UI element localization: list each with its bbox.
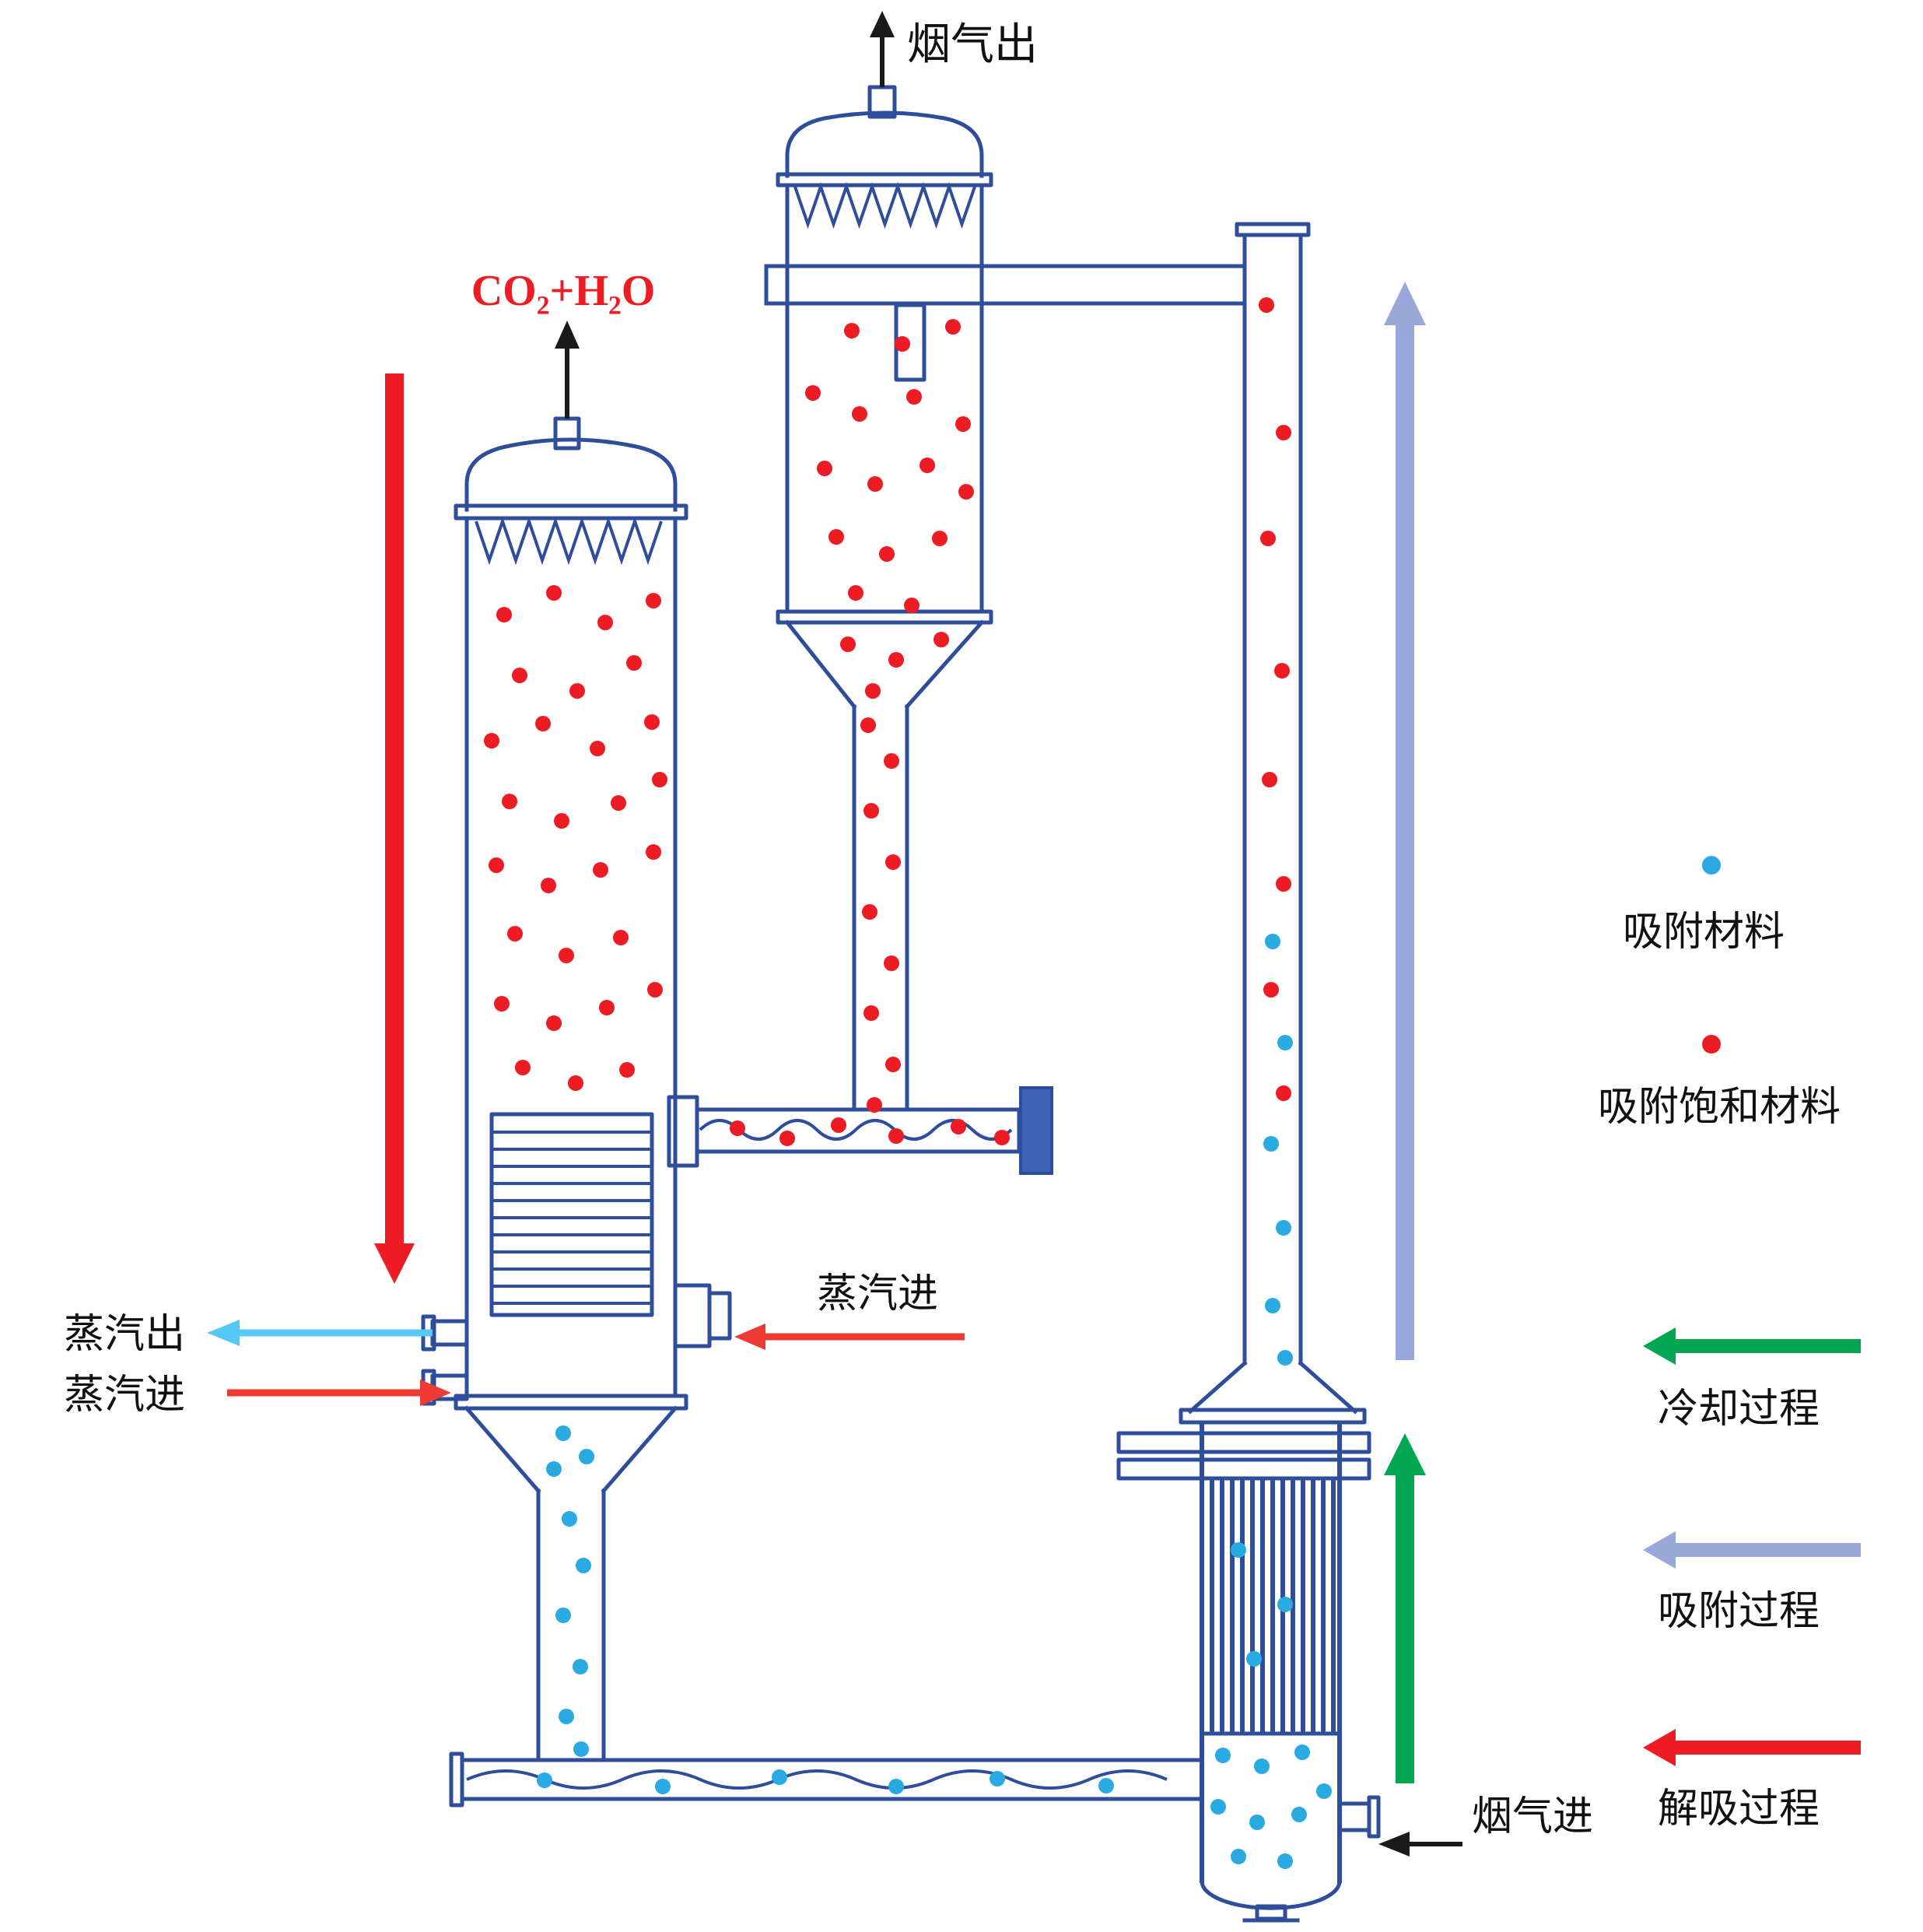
cooling-direction-arrow bbox=[1384, 1433, 1426, 1783]
left-arrow-icon bbox=[207, 1320, 240, 1346]
co2-h2o-label: CO₂+H₂O bbox=[471, 267, 656, 315]
steam-out-label: 蒸汽出 bbox=[64, 1313, 185, 1357]
legend-saturated-label: 吸附饱和材料 bbox=[1598, 1085, 1841, 1130]
bottom-nozzle bbox=[1255, 1904, 1287, 1921]
legend-desorption-label: 解吸过程 bbox=[1658, 1787, 1820, 1832]
riser-pipe bbox=[1179, 222, 1367, 1425]
steam-out-stream: 蒸汽出 bbox=[64, 1313, 433, 1357]
saturated-material-dots bbox=[484, 297, 1291, 1146]
desorption-direction-arrow bbox=[374, 373, 415, 1284]
legend-adsorption-label: 吸附过程 bbox=[1658, 1590, 1820, 1634]
legend-cooling-label: 冷却过程 bbox=[1658, 1387, 1820, 1432]
distributor-teeth bbox=[475, 516, 663, 566]
screw-conveyor-top bbox=[667, 1086, 1053, 1175]
desorber-column bbox=[421, 416, 732, 1762]
separator-column bbox=[776, 85, 993, 1112]
flue-gas-out-label: 烟气出 bbox=[907, 21, 1038, 69]
co2-h2o-out-stream: CO₂+H₂O bbox=[471, 267, 656, 419]
right-arrow-icon bbox=[420, 1380, 451, 1406]
up-arrow-icon bbox=[555, 321, 580, 349]
steam-in-mid-label: 蒸汽进 bbox=[817, 1272, 938, 1317]
flue-gas-in-label: 烟气进 bbox=[1472, 1795, 1593, 1839]
flue-gas-in-nozzle bbox=[1337, 1801, 1371, 1832]
steam-in-left-stream: 蒸汽进 bbox=[64, 1373, 451, 1418]
top-crossover-duct bbox=[764, 264, 1247, 306]
left-arrow-icon bbox=[734, 1324, 765, 1350]
screw-flight bbox=[466, 1769, 1168, 1790]
legend-cooling-arrow bbox=[1643, 1327, 1861, 1365]
adsorbent-material-dots bbox=[537, 934, 1332, 1869]
legend-desorption-arrow bbox=[1643, 1729, 1861, 1766]
flue-gas-out-stream: 烟气出 bbox=[870, 11, 1038, 87]
up-arrow-icon bbox=[870, 11, 895, 37]
top-nozzle bbox=[553, 416, 581, 451]
left-arrow-icon bbox=[1378, 1832, 1410, 1857]
steam-heat-exchanger bbox=[489, 1112, 654, 1317]
steam-out-nozzle bbox=[430, 1319, 469, 1347]
legend-adsorbent-dot bbox=[1702, 856, 1721, 875]
distributor-teeth bbox=[793, 181, 976, 230]
adsorption-direction-arrow bbox=[1384, 282, 1426, 1360]
cooler-vessel bbox=[1116, 1424, 1381, 1923]
legend-saturated-dot bbox=[1702, 1035, 1721, 1054]
flue-gas-in-stream: 烟气进 bbox=[1378, 1795, 1593, 1857]
legend: 吸附材料 吸附饱和材料 冷却过程 吸附过程 解吸过程 bbox=[1598, 856, 1861, 1832]
steam-in-mid-stream: 蒸汽进 bbox=[734, 1272, 965, 1350]
conveyor-motor bbox=[1019, 1086, 1053, 1175]
cooling-tube-bundle bbox=[1210, 1480, 1336, 1732]
screw-conveyor-bottom bbox=[449, 1751, 1204, 1808]
legend-adsorbent-label: 吸附材料 bbox=[1623, 910, 1785, 955]
steam-in-nozzle-right bbox=[673, 1283, 712, 1348]
legend-adsorption-arrow bbox=[1643, 1531, 1861, 1569]
steam-in-left-label: 蒸汽进 bbox=[64, 1373, 185, 1418]
